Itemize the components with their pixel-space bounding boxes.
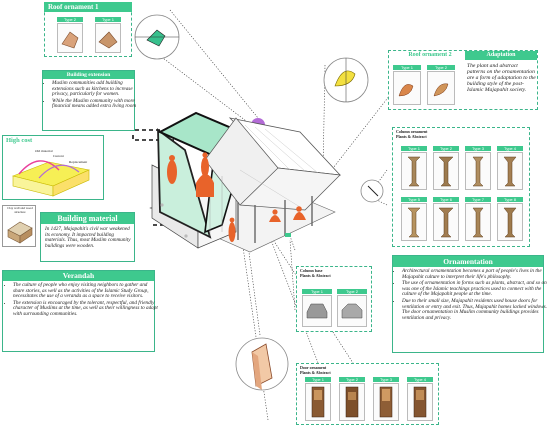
column-base-panel: Column base Plants & Abstract Type 1 Typ… xyxy=(296,266,372,332)
ornamentation-bullet: The use of ornamentation in forms such a… xyxy=(402,280,548,298)
door-type-label: Type 4 xyxy=(407,377,433,382)
door-type1-image xyxy=(305,383,331,421)
column-base-type-label: Type 2 xyxy=(337,289,367,294)
extension-bullet: While the Muslim community with more fin… xyxy=(52,98,140,110)
column-type-label: Type 4 xyxy=(497,146,523,151)
door-ornament-subtitle: Plants & Abstract xyxy=(300,370,331,375)
building-extension-title: Building extension xyxy=(43,71,134,79)
column-type-label: Type 5 xyxy=(401,197,427,202)
column-type7-image xyxy=(465,203,491,241)
extension-bullet: Muslim communities add building extensio… xyxy=(52,80,140,98)
roof2-type-label: Type 1 xyxy=(393,65,421,70)
column-type6-image xyxy=(433,203,459,241)
ornamentation-bullet: Architectural ornamentation becomes a pa… xyxy=(402,268,548,280)
column-type3-image xyxy=(465,152,491,190)
building-material-title: Building material xyxy=(41,213,134,224)
roof-ornament-1-title: Roof ornament 1 xyxy=(44,2,132,12)
ornamentation-panel: Ornamentation Architectural ornamentatio… xyxy=(392,255,547,353)
building-material-text: In 1427, Majapahit's civil war weakened … xyxy=(45,226,131,249)
door-type-label: Type 3 xyxy=(373,377,399,382)
verandah-list: The culture of people who enjoy visiting… xyxy=(6,282,158,319)
adaptation-text: The plant and abstract patterns on the o… xyxy=(467,63,536,93)
verandah-bullet: The culture of people who enjoy visiting… xyxy=(13,282,158,300)
door-ornament-title: Door ornament xyxy=(300,365,327,370)
high-cost-label: Replacement xyxy=(69,160,88,164)
roof-ornament-2-panel: Roof ornament 2 Type 1 Type 2 Adaptation… xyxy=(388,50,538,110)
clay-wall-caption: Clay wall and wood structure xyxy=(7,206,33,214)
door-type3-image xyxy=(373,383,399,421)
column-ornament-panel: Column ornament Plants & Abstract Type 1… xyxy=(392,127,530,247)
door-ornament-panel: Door ornament Plants & Abstract Type 1 T… xyxy=(296,363,439,425)
high-cost-panel: High cost Old material Current Replaceme… xyxy=(2,135,104,200)
column-type-label: Type 6 xyxy=(433,197,459,202)
column-type4-image xyxy=(497,152,523,190)
adaptation-title: Adaptation xyxy=(465,51,537,60)
column-type2-image xyxy=(433,152,459,190)
ornamentation-title: Ornamentation xyxy=(393,256,543,267)
verandah-panel: Verandah The culture of people who enjoy… xyxy=(2,270,158,352)
high-cost-label: Old material xyxy=(35,149,53,153)
clay-wall-panel: Clay wall and wood structure xyxy=(2,205,36,247)
building-material-panel: Building material In 1427, Majapahit's c… xyxy=(40,212,135,262)
column-base-type-label: Type 1 xyxy=(302,289,332,294)
high-cost-label: Current xyxy=(53,154,64,158)
column-type-label: Type 7 xyxy=(465,197,491,202)
roof1-type-label: Type 1 xyxy=(95,17,121,22)
roof1-type-label: Type 2 xyxy=(57,17,83,22)
building-extension-panel: Building extension Muslim communities ad… xyxy=(42,70,136,131)
roof2-type1-image xyxy=(393,71,421,105)
clay-wall-image xyxy=(7,221,33,244)
column-base-title: Column base xyxy=(300,268,323,273)
roof-ornament-2-title: Roof ornament 2 xyxy=(399,51,461,60)
column-base-type1-image xyxy=(302,295,332,327)
roof-ornament-1-panel: Roof ornament 1 Type 2 Type 1 xyxy=(44,2,132,57)
roof2-type2-image xyxy=(427,71,455,105)
door-type4-image xyxy=(407,383,433,421)
high-cost-title: High cost xyxy=(3,136,103,146)
column-type8-image xyxy=(497,203,523,241)
roof1-type1-image xyxy=(95,23,121,53)
column-ornament-subtitle: Plants & Abstract xyxy=(396,134,427,139)
column-type-label: Type 8 xyxy=(497,197,523,202)
column-ornament-title: Column ornament xyxy=(396,129,428,134)
roof2-type-label: Type 2 xyxy=(427,65,455,70)
building-extension-list: Muslim communities add building extensio… xyxy=(45,80,140,111)
column-base-subtitle: Plants & Abstract xyxy=(300,273,331,278)
high-cost-diagram xyxy=(12,160,90,197)
door-type-label: Type 1 xyxy=(305,377,331,382)
roof1-type2-image xyxy=(57,23,83,53)
ornamentation-list: Architectural ornamentation becomes a pa… xyxy=(395,268,548,322)
column-type-label: Type 2 xyxy=(433,146,459,151)
column-type5-image xyxy=(401,203,427,241)
column-base-type2-image xyxy=(337,295,367,327)
verandah-title: Verandah xyxy=(3,271,154,281)
door-type-label: Type 2 xyxy=(339,377,365,382)
column-type-label: Type 1 xyxy=(401,146,427,151)
column-type-label: Type 3 xyxy=(465,146,491,151)
column-type1-image xyxy=(401,152,427,190)
door-type2-image xyxy=(339,383,365,421)
verandah-bullet: The extension is encouraged by the toler… xyxy=(13,300,158,318)
ornamentation-bullet: Due to their small size, Majapahit resid… xyxy=(402,298,548,321)
